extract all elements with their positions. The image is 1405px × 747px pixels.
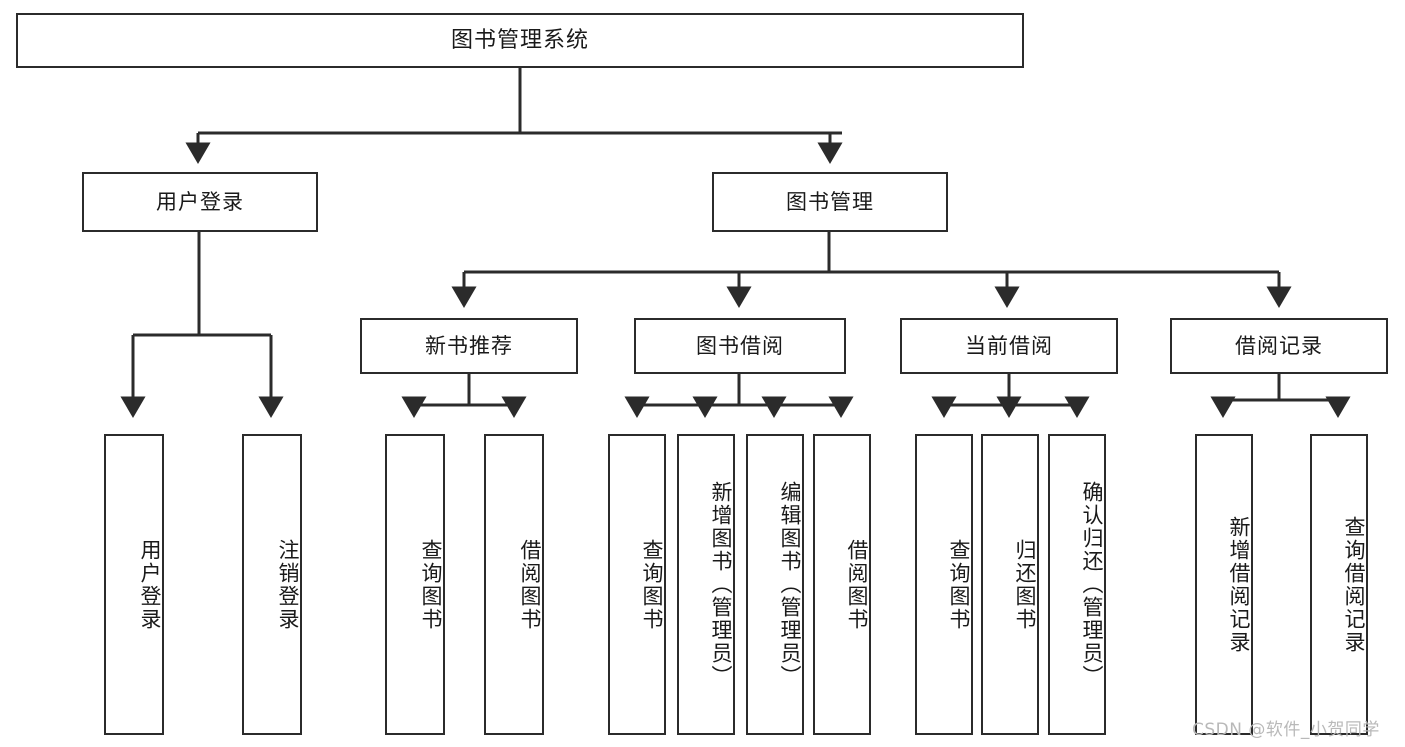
node-book-management[interactable]: 图书管理	[712, 172, 948, 232]
node-root-label: 图书管理系统	[450, 27, 589, 53]
leaf-label: 编辑图书（管理员）	[778, 481, 802, 688]
leaf-user-login-login[interactable]: 用户登录	[104, 434, 164, 735]
leaf-label: 用户登录	[138, 538, 162, 631]
leaf-borrow-borrow-book[interactable]: 借阅图书	[813, 434, 871, 735]
node-book-borrow[interactable]: 图书借阅	[634, 318, 846, 374]
leaf-label: 新增图书（管理员）	[709, 481, 733, 688]
leaf-label: 查询图书	[640, 538, 664, 631]
node-new-book-recommend[interactable]: 新书推荐	[360, 318, 578, 374]
leaf-label: 查询借阅记录	[1342, 515, 1366, 654]
leaf-label: 归还图书	[1013, 538, 1037, 631]
leaf-user-login-logout[interactable]: 注销登录	[242, 434, 302, 735]
leaf-label: 查询图书	[419, 538, 443, 631]
leaf-recommend-borrow-book[interactable]: 借阅图书	[484, 434, 544, 735]
node-user-login-label: 用户登录	[156, 189, 244, 214]
node-new-book-recommend-label: 新书推荐	[425, 333, 513, 358]
leaf-label: 查询图书	[947, 538, 971, 631]
leaf-label: 借阅图书	[518, 538, 542, 631]
node-borrow-record[interactable]: 借阅记录	[1170, 318, 1388, 374]
leaf-record-add-record[interactable]: 新增借阅记录	[1195, 434, 1253, 735]
csdn-watermark: CSDN @软件_小贺同学	[1192, 720, 1380, 740]
leaf-label: 借阅图书	[845, 538, 869, 631]
node-user-login[interactable]: 用户登录	[82, 172, 318, 232]
node-borrow-record-label: 借阅记录	[1235, 333, 1323, 358]
leaf-borrow-edit-book-admin[interactable]: 编辑图书（管理员）	[746, 434, 804, 735]
leaf-label: 新增借阅记录	[1227, 515, 1251, 654]
leaf-borrow-query-book[interactable]: 查询图书	[608, 434, 666, 735]
node-book-borrow-label: 图书借阅	[696, 333, 784, 358]
node-book-management-label: 图书管理	[786, 189, 874, 214]
leaf-recommend-query-book[interactable]: 查询图书	[385, 434, 445, 735]
node-current-borrow-label: 当前借阅	[965, 333, 1053, 358]
leaf-current-confirm-return-admin[interactable]: 确认归还（管理员）	[1048, 434, 1106, 735]
leaf-current-query-book[interactable]: 查询图书	[915, 434, 973, 735]
leaf-label: 确认归还（管理员）	[1080, 481, 1104, 688]
leaf-label: 注销登录	[276, 538, 300, 631]
leaf-record-query-record[interactable]: 查询借阅记录	[1310, 434, 1368, 735]
leaf-borrow-add-book-admin[interactable]: 新增图书（管理员）	[677, 434, 735, 735]
leaf-current-return-book[interactable]: 归还图书	[981, 434, 1039, 735]
node-root[interactable]: 图书管理系统	[16, 13, 1024, 68]
node-current-borrow[interactable]: 当前借阅	[900, 318, 1118, 374]
